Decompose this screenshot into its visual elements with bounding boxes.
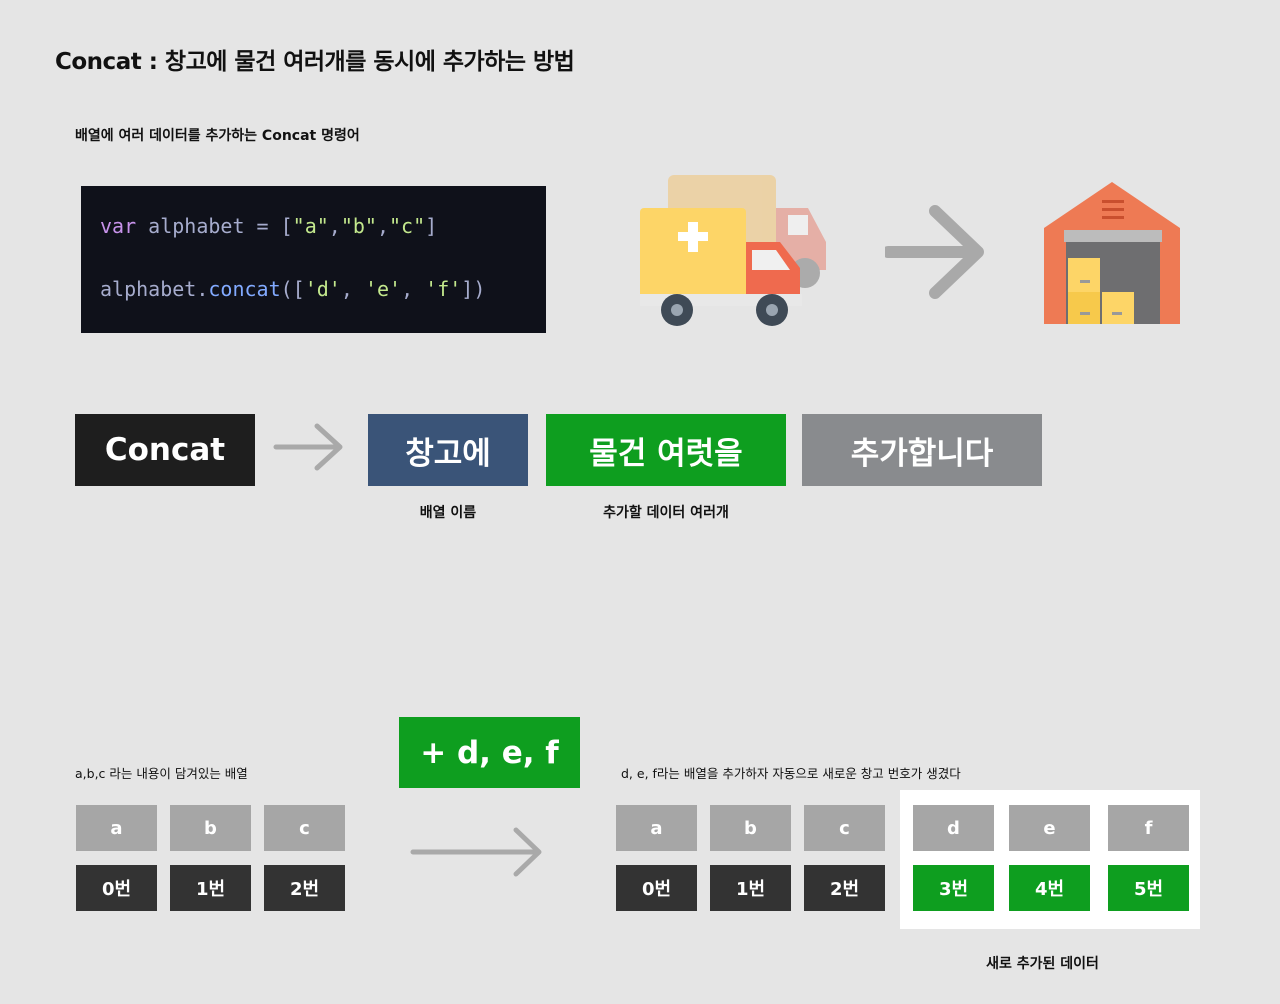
array-index-cell: 2번: [804, 865, 885, 911]
code-comma: ,: [340, 277, 365, 301]
code-function: concat: [208, 277, 281, 301]
array-value-cell: c: [804, 805, 885, 851]
array-index-cell: 2번: [264, 865, 345, 911]
array-value-cell-new: d: [913, 805, 994, 851]
array-value-cell-new: e: [1009, 805, 1090, 851]
add-box: 추가합니다: [802, 414, 1042, 486]
array-index-cell-new: 5번: [1108, 865, 1189, 911]
code-line-1: var alphabet = ["a","b","c"]: [100, 214, 546, 277]
code-bracket: ]): [461, 277, 486, 301]
array-value-cell-new: f: [1108, 805, 1189, 851]
code-string: "c": [389, 214, 426, 238]
array-value-cell: c: [264, 805, 345, 851]
new-data-caption: 새로 추가된 데이터: [986, 956, 1099, 972]
right-array-caption: d, e, f라는 배열을 추가하자 자동으로 새로운 창고 번호가 생겼다: [621, 766, 961, 781]
array-index-cell: 1번: [170, 865, 251, 911]
array-value-cell: b: [170, 805, 251, 851]
code-line-2: alphabet.concat(['d', 'e', 'f']): [100, 277, 546, 340]
array-index-cell: 0번: [76, 865, 157, 911]
items-box: 물건 여럿을: [546, 414, 786, 486]
array-index-cell: 1번: [710, 865, 791, 911]
arrow-right-icon: [885, 205, 984, 299]
code-comma: ,: [401, 277, 426, 301]
array-index-cell-new: 4번: [1009, 865, 1090, 911]
array-value-cell: a: [616, 805, 697, 851]
code-object: alphabet.: [100, 277, 209, 301]
warehouse-caption: 배열 이름: [419, 505, 477, 521]
code-comma: ,: [376, 214, 390, 238]
concat-keyword-box: Concat: [75, 414, 255, 486]
arrow-right-icon: [410, 827, 542, 877]
code-string: 'e': [364, 277, 402, 301]
code-bracket: ]: [425, 214, 438, 238]
array-index-cell-new: 3번: [913, 865, 994, 911]
code-string: "b": [340, 214, 377, 238]
code-string: 'd': [304, 277, 341, 301]
truck-icon: [640, 175, 826, 326]
code-var-name: alphabet: [136, 214, 245, 238]
plus-def-box: + d, e, f: [399, 717, 580, 788]
code-keyword: var: [100, 214, 137, 238]
section-subtitle: 배열에 여러 데이터를 추가하는 Concat 명령어: [75, 128, 360, 144]
code-string: 'f': [425, 277, 462, 301]
array-index-cell: 0번: [616, 865, 697, 911]
array-value-cell: a: [76, 805, 157, 851]
items-caption: 추가할 데이터 여러개: [603, 505, 729, 521]
warehouse-box: 창고에: [368, 414, 528, 486]
array-value-cell: b: [710, 805, 791, 851]
code-string: "a": [292, 214, 329, 238]
code-operator: = [: [244, 214, 293, 238]
left-array-caption: a,b,c 라는 내용이 담겨있는 배열: [75, 766, 248, 781]
code-block: var alphabet = ["a","b","c"] alphabet.co…: [81, 186, 546, 333]
code-comma: ,: [328, 214, 341, 238]
page-title: Concat : 창고에 물건 여러개를 동시에 추가하는 방법: [55, 49, 575, 75]
arrow-right-icon: [273, 423, 343, 471]
warehouse-icon: [1044, 182, 1180, 324]
code-bracket: ([: [280, 277, 305, 301]
